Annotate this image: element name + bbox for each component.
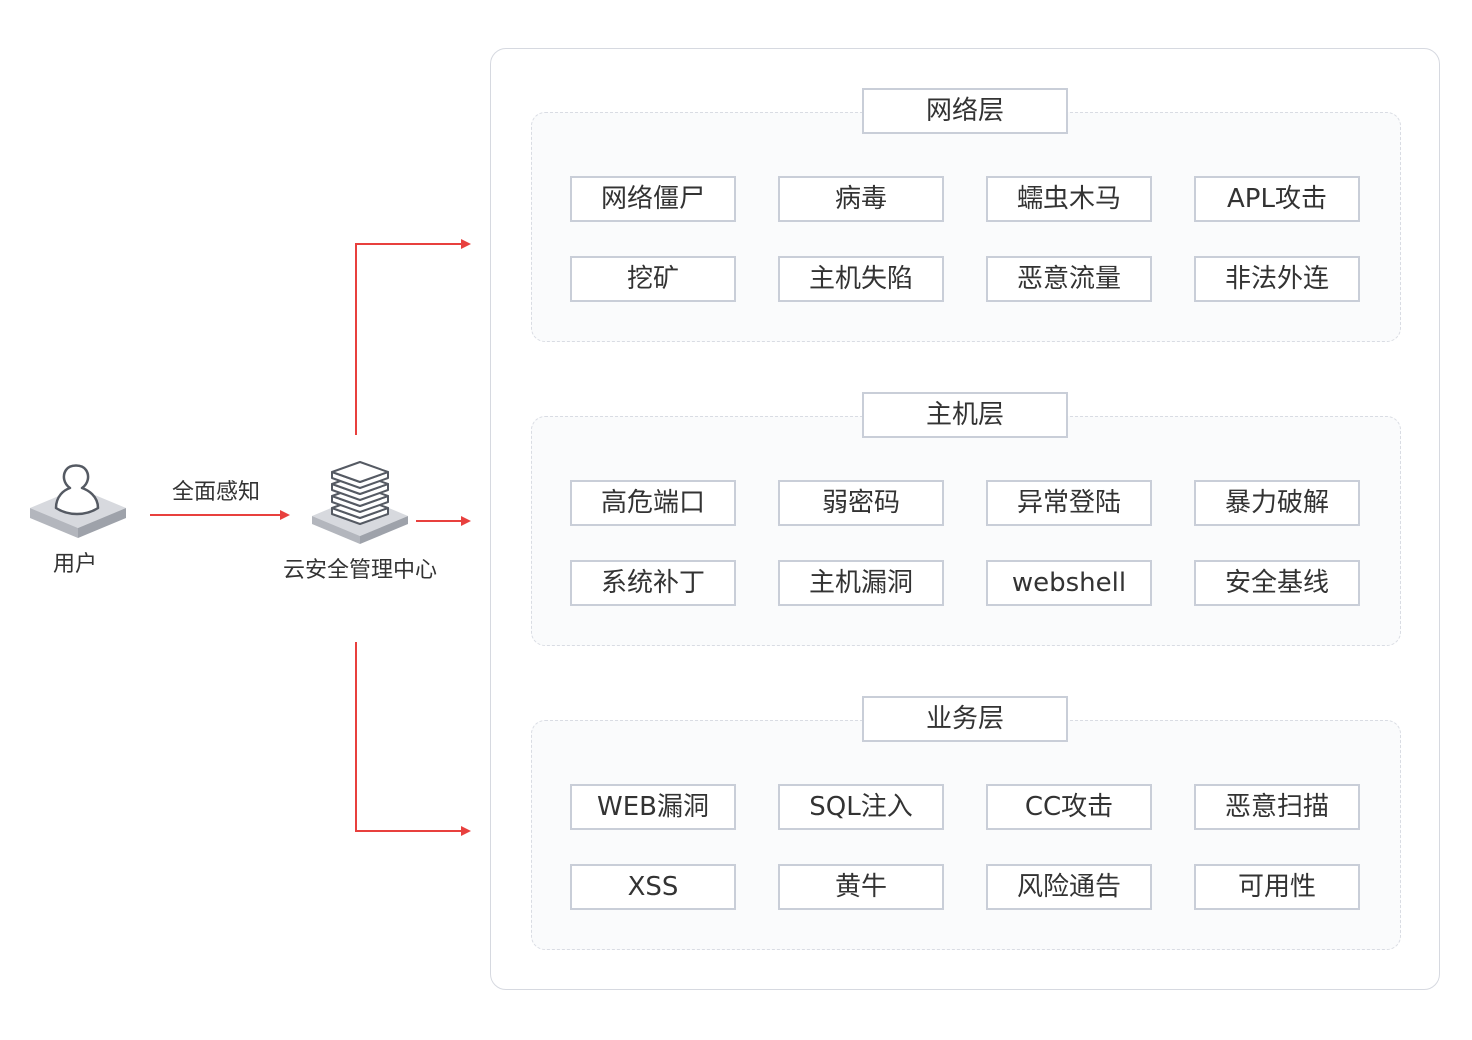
business-item: 黄牛 <box>778 864 944 910</box>
host-item: webshell <box>986 560 1152 606</box>
business-layer-title: 业务层 <box>862 696 1068 742</box>
host-layer-title: 主机层 <box>862 392 1068 438</box>
arrow-to-business-layer <box>355 642 471 836</box>
business-item: 风险通告 <box>986 864 1152 910</box>
security-center-label: 云安全管理中心 <box>282 558 437 583</box>
user-label: 用户 <box>52 552 97 577</box>
network-item: 网络僵尸 <box>570 176 736 222</box>
network-layer-box <box>531 112 1401 342</box>
business-item: WEB漏洞 <box>570 784 736 830</box>
business-item: 可用性 <box>1194 864 1360 910</box>
business-layer-box <box>531 720 1401 950</box>
network-item: 病毒 <box>778 176 944 222</box>
business-item: SQL注入 <box>778 784 944 830</box>
user-icon <box>30 464 126 538</box>
arrow-to-network-layer <box>355 239 471 435</box>
host-item: 高危端口 <box>570 480 736 526</box>
network-item: APL攻击 <box>1194 176 1360 222</box>
host-item: 弱密码 <box>778 480 944 526</box>
host-item: 安全基线 <box>1194 560 1360 606</box>
network-item: 主机失陷 <box>778 256 944 302</box>
host-layer-box <box>531 416 1401 646</box>
host-item: 异常登陆 <box>986 480 1152 526</box>
host-item: 暴力破解 <box>1194 480 1360 526</box>
business-item: 恶意扫描 <box>1194 784 1360 830</box>
business-item: CC攻击 <box>986 784 1152 830</box>
host-item: 主机漏洞 <box>778 560 944 606</box>
network-layer-title: 网络层 <box>862 88 1068 134</box>
flow-label: 全面感知 <box>171 480 260 505</box>
business-item: XSS <box>570 864 736 910</box>
security-center-icon <box>312 461 408 544</box>
host-item: 系统补丁 <box>570 560 736 606</box>
network-item: 蠕虫木马 <box>986 176 1152 222</box>
network-item: 恶意流量 <box>986 256 1152 302</box>
network-item: 挖矿 <box>570 256 736 302</box>
network-item: 非法外连 <box>1194 256 1360 302</box>
